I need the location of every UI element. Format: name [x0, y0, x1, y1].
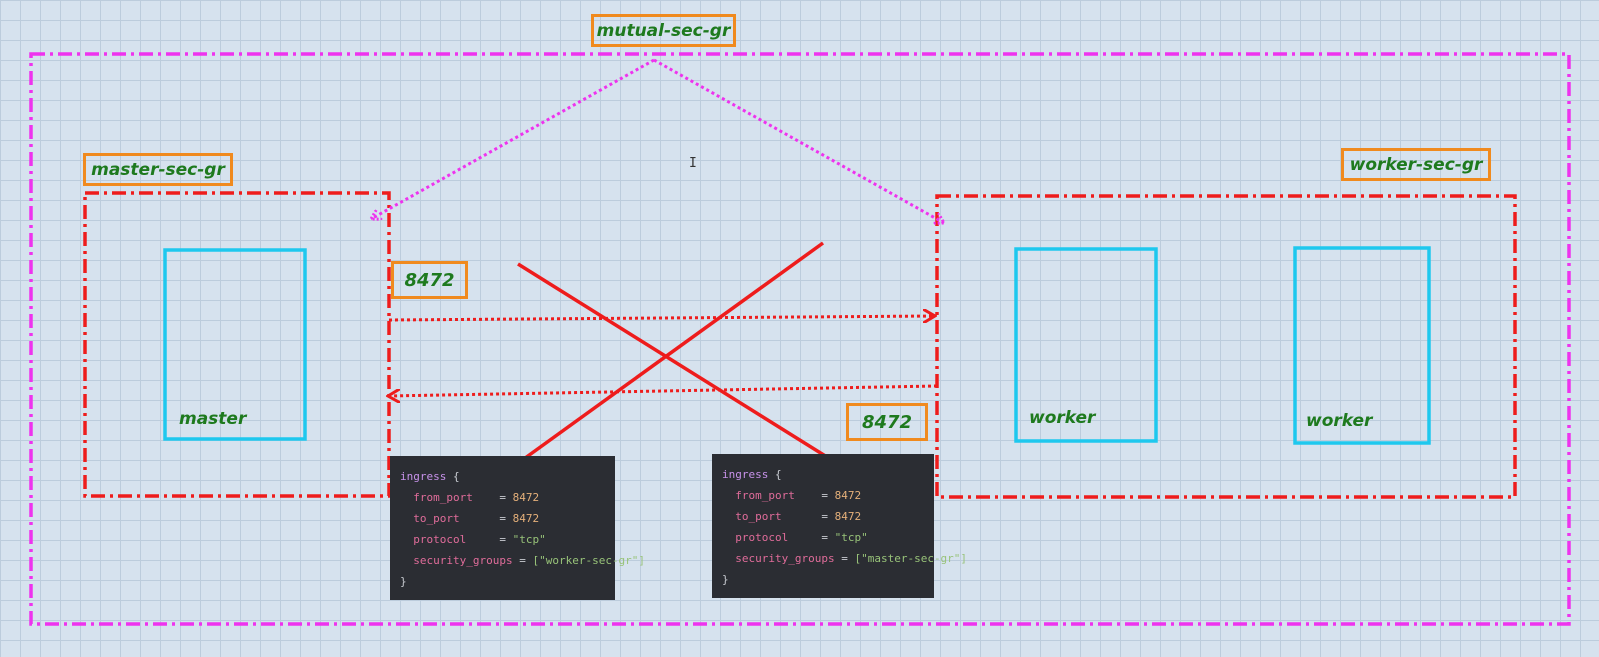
master-node-box: [163, 248, 307, 441]
code-keyword: ingress: [722, 468, 769, 481]
port-tag-top: 8472: [391, 261, 468, 299]
code-value-protocol: "tcp": [512, 533, 546, 546]
mutual-to-master-arrow: [371, 58, 655, 219]
worker-to-master-port-arrow: [388, 384, 938, 396]
code-key-protocol: protocol: [735, 531, 789, 544]
code-brace-close: }: [400, 575, 407, 588]
mutual-sec-gr-boundary: [29, 52, 1571, 626]
code-value-security-groups: ["worker-sec-gr"]: [532, 554, 646, 567]
ingress-code-block-worker: ingress { from_port = 8472 to_port = 847…: [712, 454, 967, 598]
worker-sec-gr-boundary: [935, 194, 1517, 499]
master-node-label: master: [179, 409, 247, 429]
master-sec-gr-tag: master-sec-gr: [83, 153, 233, 186]
port-tag-bottom: 8472: [846, 403, 928, 441]
worker-node-label-2: worker: [1306, 411, 1373, 431]
code-key-from-port: from_port: [735, 489, 795, 502]
code-key-to-port: to_port: [413, 512, 460, 525]
cross-out-line-1: [517, 262, 828, 459]
code-key-to-port: to_port: [735, 510, 782, 523]
code-value-protocol: "tcp": [834, 531, 868, 544]
code-value-to-port: 8472: [834, 510, 862, 523]
code-brace-open: {: [774, 468, 782, 481]
code-key-from-port: from_port: [413, 491, 473, 504]
code-brace-open: {: [452, 470, 460, 483]
code-key-protocol: protocol: [413, 533, 467, 546]
code-key-security-groups: security_groups: [413, 554, 513, 567]
text-cursor-icon: I: [689, 156, 697, 171]
code-value-security-groups: ["master-sec-gr"]: [854, 552, 968, 565]
cross-out-line-2: [519, 241, 825, 463]
code-value-to-port: 8472: [512, 512, 540, 525]
code-keyword: ingress: [400, 470, 447, 483]
code-value-from-port: 8472: [512, 491, 540, 504]
worker-sec-gr-tag: worker-sec-gr: [1341, 148, 1491, 181]
worker-node-box-2: [1293, 246, 1431, 445]
mutual-to-worker-arrow: [653, 58, 944, 223]
mutual-sec-gr-tag: mutual-sec-gr: [591, 14, 736, 47]
code-value-from-port: 8472: [834, 489, 862, 502]
ingress-code-block-master: ingress { from_port = 8472 to_port = 847…: [390, 456, 645, 600]
code-key-security-groups: security_groups: [735, 552, 835, 565]
code-brace-close: }: [722, 573, 729, 586]
master-to-worker-port-arrow: [388, 316, 935, 320]
worker-node-label-1: worker: [1029, 408, 1096, 428]
master-sec-gr-boundary: [83, 191, 391, 498]
worker-node-box-1: [1014, 247, 1158, 443]
